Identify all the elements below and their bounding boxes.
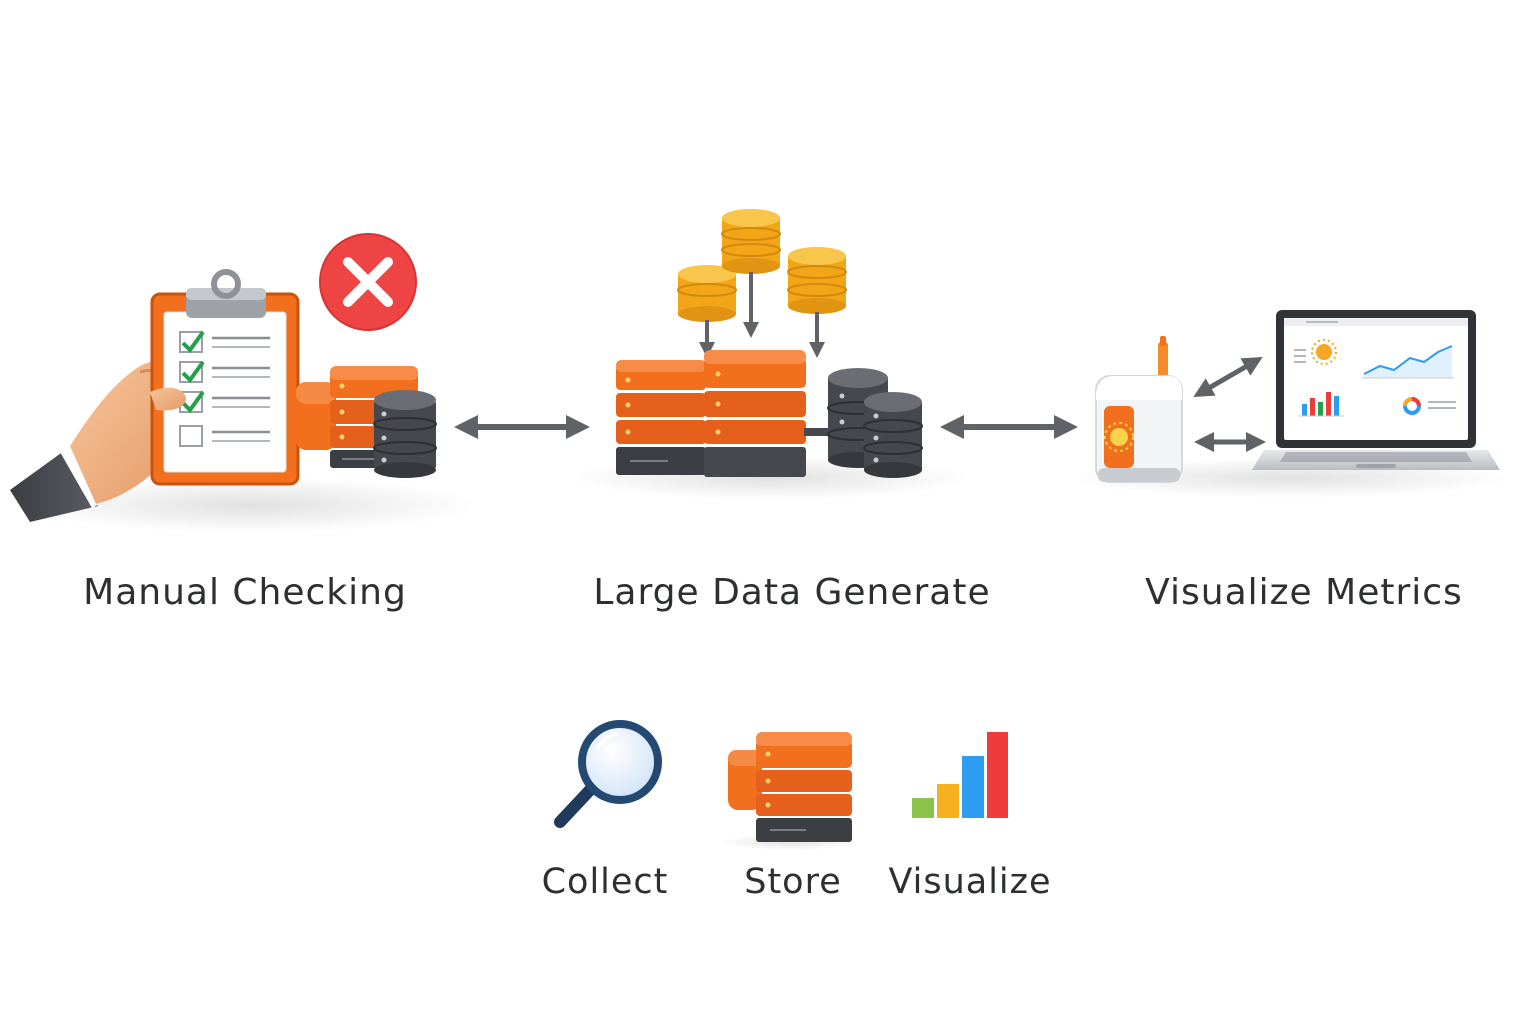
stage-label-large-data-generate: Large Data Generate	[593, 572, 991, 613]
database-icon	[787, 247, 847, 314]
server-icon	[720, 732, 860, 850]
clipboard-checklist-icon	[150, 269, 300, 486]
legend-label-store: Store	[744, 862, 842, 902]
legend-label-visualize: Visualize	[888, 862, 1052, 902]
laptop-dashboard-icon	[1252, 310, 1500, 470]
stage-label-manual-checking: Manual Checking	[83, 572, 407, 613]
database-icon	[863, 392, 923, 478]
server-icon	[616, 360, 706, 475]
thumb-icon	[150, 387, 186, 411]
manual-checking-illustration	[10, 233, 480, 533]
server-stack-icon	[296, 366, 437, 478]
bar-chart-icon	[912, 732, 1008, 818]
checklist-row	[179, 330, 270, 354]
server-icon	[704, 350, 806, 477]
stage-label-visualize-metrics: Visualize Metrics	[1145, 572, 1463, 613]
database-icon	[677, 265, 737, 322]
checklist-row	[179, 360, 270, 384]
sensor-device-icon	[1095, 336, 1183, 483]
large-data-illustration	[570, 209, 970, 500]
legend-label-collect: Collect	[541, 862, 669, 902]
reject-x-icon	[319, 233, 417, 331]
visualize-metrics-illustration	[1070, 310, 1510, 498]
database-icon	[721, 209, 781, 274]
magnifier-icon	[554, 720, 662, 828]
checklist-row	[179, 425, 270, 447]
bidirectional-arrow-icon	[1193, 357, 1263, 397]
